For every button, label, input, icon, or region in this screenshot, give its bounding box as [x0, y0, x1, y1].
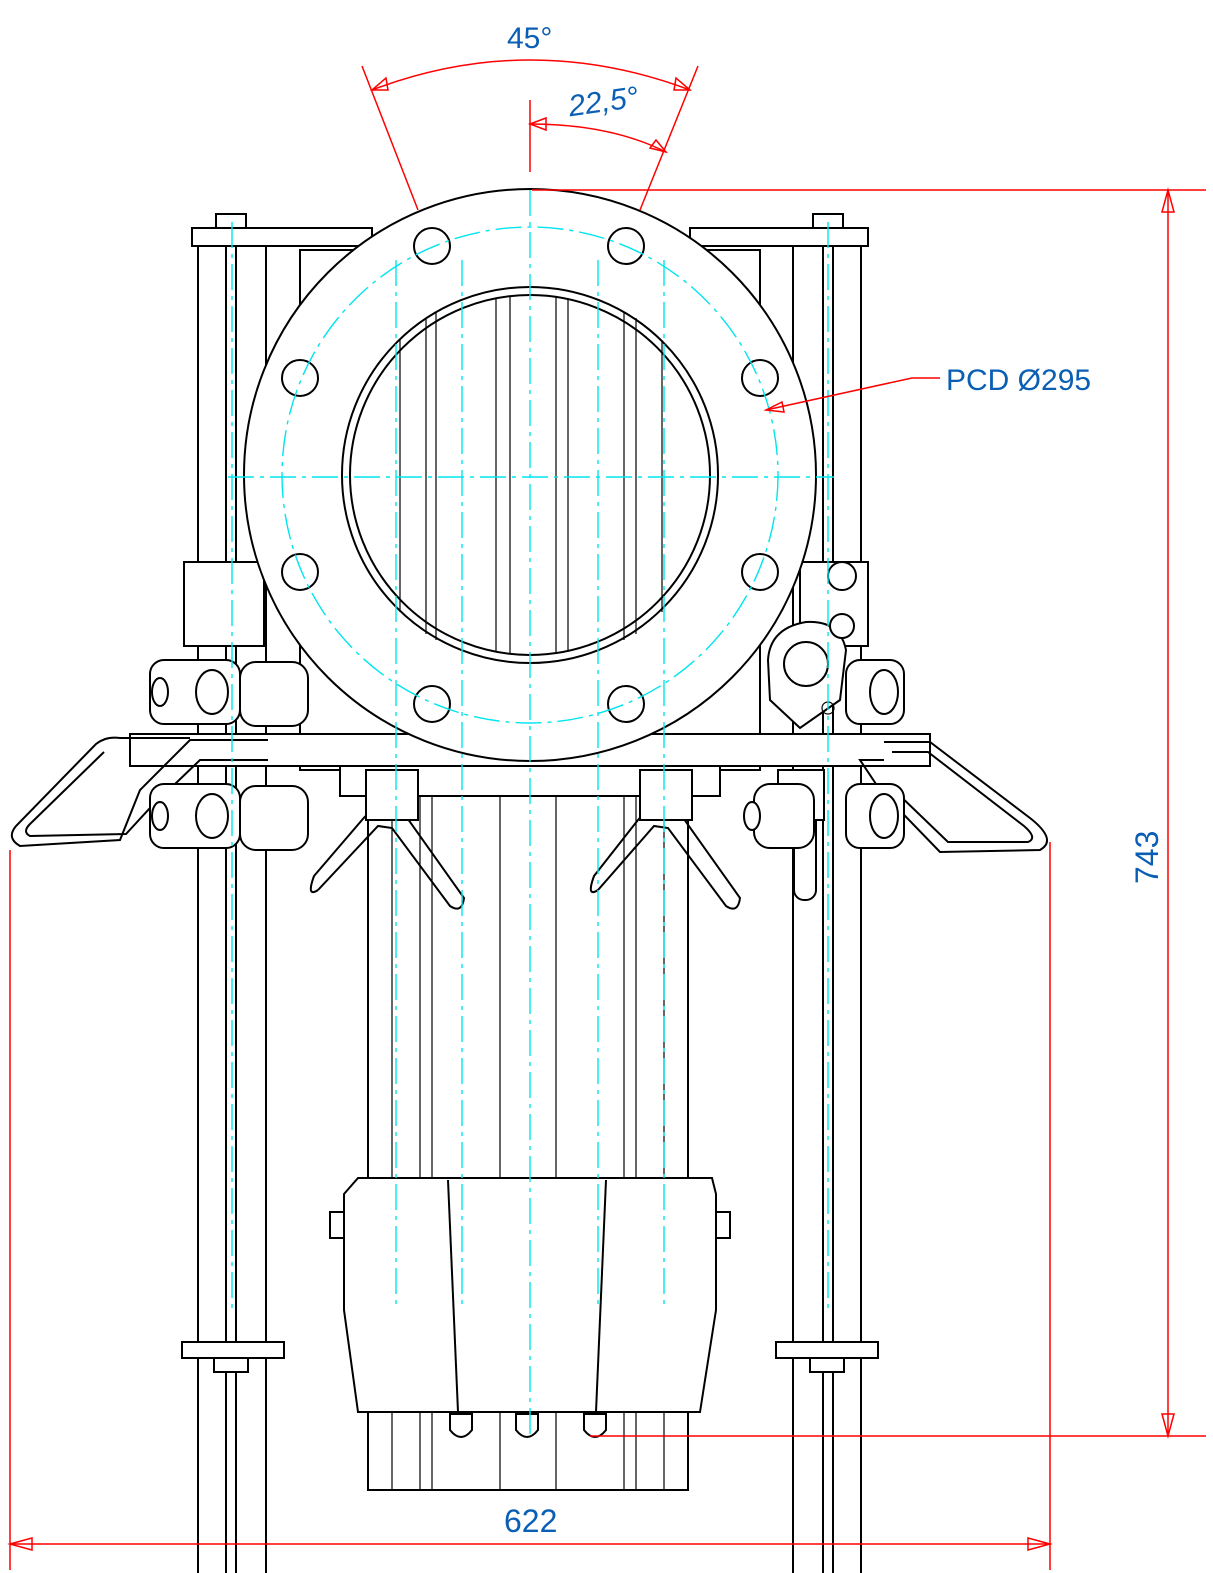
nut-left — [365, 769, 419, 821]
bolt-hole-1 — [413, 227, 451, 265]
pcd-leader — [765, 377, 913, 411]
clamp-left-upper — [149, 659, 309, 727]
top-bolt-left — [215, 213, 247, 229]
bolt-hole-7 — [281, 553, 319, 591]
top-plate-left — [191, 227, 373, 247]
leg-right-outer — [832, 245, 862, 1573]
angle-45-label: 45° — [507, 22, 552, 55]
bolt-hole-6 — [413, 685, 451, 723]
clamp-right-upper — [845, 659, 905, 725]
boss-right-port — [783, 641, 829, 687]
foot-left-nut — [213, 1357, 249, 1373]
valve-assembly — [10, 188, 1049, 1573]
pcd-label: PCD Ø295 — [946, 364, 1091, 397]
bolt-hole-5 — [607, 685, 645, 723]
pcd-circle — [281, 226, 779, 724]
foot-right — [775, 1341, 879, 1359]
bolt-hole-3 — [741, 359, 779, 397]
angle-ext-right — [639, 65, 699, 211]
centerlines — [228, 190, 834, 1440]
body-side-block-left — [183, 561, 265, 647]
handle-right — [858, 741, 1049, 854]
clamp-left-lower — [149, 783, 309, 851]
bolt-hole-4 — [741, 553, 779, 591]
leg-left-outer — [197, 245, 227, 1573]
handle-left — [10, 736, 268, 848]
width-label: 622 — [504, 1503, 557, 1539]
dimensions — [7, 59, 1206, 1570]
angle-ext-left — [361, 65, 419, 211]
gate-slats — [399, 296, 663, 654]
clamp-right-lower — [743, 783, 905, 849]
angle-arc-22 — [529, 123, 667, 153]
top-plate-right — [689, 227, 869, 247]
nipple-mid — [515, 1413, 539, 1438]
bolt-hole-8 — [281, 359, 319, 397]
nipple-left — [449, 1413, 473, 1438]
foot-left — [181, 1341, 285, 1359]
angle-22-label: 22,5° — [565, 81, 640, 124]
height-label: 743 — [1129, 831, 1165, 884]
foot-right-nut — [809, 1357, 845, 1373]
nipple-right — [583, 1413, 607, 1438]
angle-arc-45 — [371, 59, 691, 91]
nut-mid — [639, 769, 693, 821]
